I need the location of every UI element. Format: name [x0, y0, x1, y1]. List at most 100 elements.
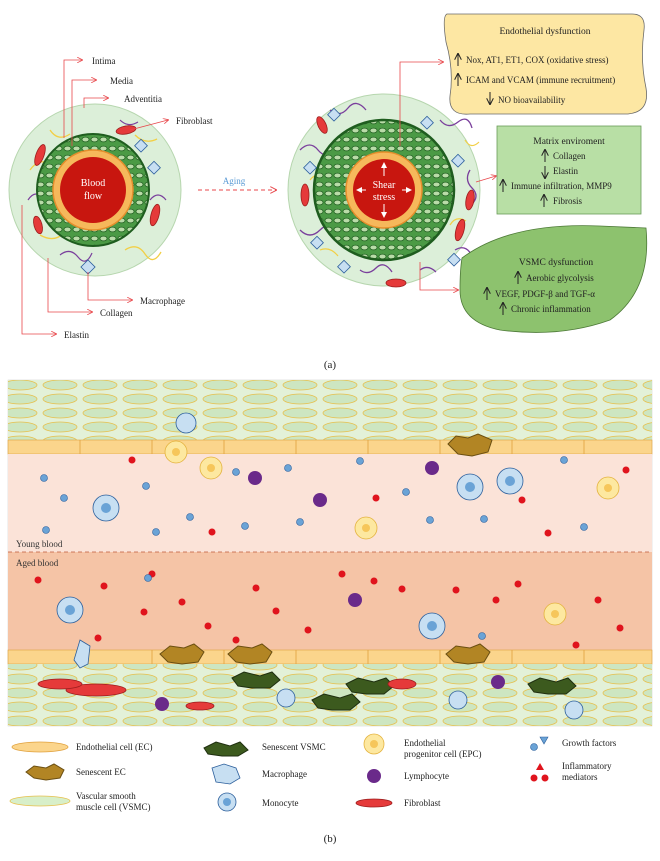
endothelial-line-2: ICAM and VCAM (immune recruitment)	[466, 75, 615, 85]
legend-growth-triangle	[539, 736, 549, 745]
intima-leader	[63, 60, 82, 138]
endothelial-box-shape	[443, 13, 647, 115]
legend-epc-nucleus	[370, 740, 378, 748]
blood-flow-label: Blood	[81, 178, 105, 189]
aged-elastin-fibers	[299, 102, 477, 274]
vsmc-connector	[419, 262, 458, 290]
blood-flow-label-2: flow	[84, 191, 103, 202]
aged-vessel: Shear stress	[287, 62, 496, 290]
legend-fibroblast-swatch	[355, 798, 393, 808]
macrophage-cell	[147, 160, 161, 175]
aged-blood-label: Aged blood	[16, 558, 59, 568]
vsmc-line-3: Chronic inflammation	[511, 304, 591, 314]
legend-inflam-circle-2	[541, 774, 549, 782]
top-wall-vsmc	[8, 380, 652, 440]
endothelial-title: Endothelial dysfunction	[499, 26, 590, 37]
legend-monocyte-label: Monocyte	[262, 798, 299, 808]
caption-a: (a)	[324, 359, 337, 371]
media-label: Media	[110, 76, 133, 86]
macrophage-leader	[87, 272, 132, 300]
legend-ec-swatch	[11, 741, 69, 753]
legend-growth-label: Growth factors	[562, 738, 617, 748]
fibroblast-leader	[129, 120, 168, 131]
stress-label: stress	[373, 192, 395, 203]
shear-label: Shear	[373, 180, 396, 191]
legend-inflam-label-1: Inflammatory	[562, 761, 612, 771]
macrophage-label: Macrophage	[140, 296, 185, 306]
aged-macrophage	[337, 259, 351, 274]
legend-growth-circle	[530, 743, 538, 751]
legend-macrophage-label: Macrophage	[262, 769, 307, 779]
legend-senescent-ec-label: Senescent EC	[76, 767, 126, 777]
aged-fibroblast	[385, 278, 407, 288]
macrophage-cell	[80, 259, 96, 275]
aged-macrophage	[451, 153, 465, 168]
lumen	[60, 157, 126, 223]
matrix-line-3: Immune infiltration, MMP9	[511, 181, 612, 191]
legend-monocyte-nucleus	[223, 798, 231, 806]
legend-senescent-vsmc-swatch	[203, 741, 249, 757]
intima-label: Intima	[92, 56, 116, 66]
legend-senescent-ec-swatch	[25, 763, 65, 781]
legend-inflam-circle-1	[530, 774, 538, 782]
legend-inflam-label-2: mediators	[562, 772, 598, 782]
legend-fibroblast-label: Fibroblast	[404, 798, 441, 808]
adventitia-leader	[83, 98, 108, 108]
aged-fibroblast	[465, 189, 475, 211]
legend-inflam-triangle	[536, 763, 544, 770]
matrix-line-2: Elastin	[553, 166, 578, 176]
matrix-line-4: Fibrosis	[553, 196, 583, 206]
endothelial-line-1: Nox, AT1, ET1, COX (oxidative stress)	[466, 55, 608, 65]
fibroblast-cell	[149, 203, 161, 227]
legend-lymphocyte-swatch	[367, 769, 381, 783]
legend-epc-label-1: Endothelial	[404, 738, 446, 748]
aged-macrophage	[303, 160, 317, 175]
elastin-leader	[21, 205, 56, 334]
panel-a: Blood flow Intima Media Adventitia Fibro…	[8, 13, 648, 371]
bottom-endothelium	[7, 649, 653, 665]
legend-vsmc-label-1: Vascular smooth	[76, 791, 136, 801]
legend-ec-label: Endothelial cell (EC)	[76, 742, 152, 752]
caption-b: (b)	[324, 833, 337, 845]
aged-fibroblast	[454, 218, 466, 242]
legend-epc-label-2: progenitor cell (EPC)	[404, 749, 481, 759]
matrix-title: Matrix enviroment	[533, 137, 605, 147]
matrix-environment-box: Matrix enviroment Collagen Elastin Immun…	[496, 125, 642, 215]
aged-macrophage	[310, 235, 324, 250]
shear-label-bg	[366, 176, 402, 204]
senescent-wall-cells	[37, 412, 584, 720]
vsmc-box-shape	[459, 225, 648, 333]
young-blood-cells	[40, 440, 630, 540]
panel-b: Young blood Aged blood	[7, 379, 653, 845]
vsmc-line-1: Aerobic glycolysis	[526, 273, 594, 283]
vsmc-dysfunction-box: VSMC dysfunction Aerobic glycolysis VEGF…	[459, 225, 648, 333]
vsmc-line-2: VEGF, PDGF-β and TGF-α	[495, 289, 595, 299]
legend-vsmc-swatch	[9, 795, 71, 807]
top-endothelium	[7, 439, 653, 455]
aged-blood-cells	[34, 570, 624, 649]
legend-macrophage-swatch	[211, 763, 241, 785]
adventitia-label: Adventitia	[124, 94, 162, 104]
endothelial-line-3: NO bioavailability	[498, 95, 566, 105]
legend-senescent-vsmc-label: Senescent VSMC	[262, 742, 326, 752]
aged-blood-zone	[8, 552, 652, 650]
aged-macrophage	[420, 115, 434, 130]
media-leader	[71, 80, 96, 146]
fibroblast-cell	[33, 215, 43, 235]
aged-macrophage	[327, 107, 341, 122]
legend-lymphocyte-label: Lymphocyte	[404, 771, 449, 781]
aged-fibroblast	[316, 116, 328, 134]
aged-fibroblast	[300, 183, 310, 207]
endothelial-connector	[399, 62, 443, 146]
legend-vsmc-label-2: muscle cell (VSMC)	[76, 802, 151, 812]
fibroblast-cell	[34, 144, 46, 166]
macrophage-cell	[134, 138, 148, 153]
endothelial-dysfunction-box: Endothelial dysfunction Nox, AT1, ET1, C…	[443, 13, 647, 115]
elastin-label: Elastin	[64, 330, 89, 340]
aged-macrophage	[447, 252, 461, 267]
matrix-box-shape	[496, 125, 642, 215]
vsmc-title: VSMC dysfunction	[519, 257, 593, 268]
legend: Endothelial cell (EC) Senescent EC Vascu…	[9, 733, 617, 812]
aging-label: Aging	[223, 176, 246, 186]
